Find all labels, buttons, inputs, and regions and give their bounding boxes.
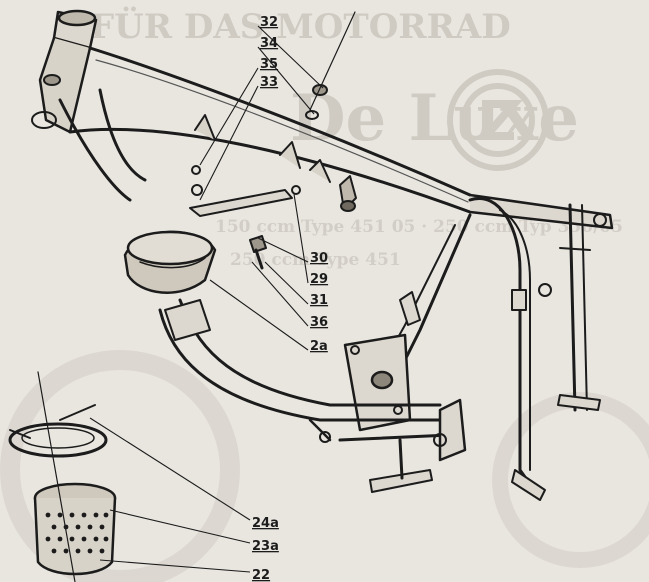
gasket (8, 404, 108, 458)
callout-labels: 32 34 35 33 30 29 31 36 2a 24a 23a 22 (252, 15, 328, 582)
background-wheel (0, 350, 240, 582)
callout-29: 29 (310, 272, 328, 287)
callout-34: 34 (260, 36, 278, 51)
engine-mount-plate (343, 333, 412, 432)
steering-head (31, 9, 98, 134)
callout-30: 30 (310, 251, 328, 266)
assembly-axis-line (37, 371, 76, 582)
background-line-2: 250 ccm Type 451 (230, 250, 401, 270)
air-filter-element (33, 482, 117, 576)
assembly-axis-line-top (309, 11, 356, 111)
air-filter-housing (123, 230, 217, 294)
callout-32: 32 (260, 15, 278, 30)
background-print: FÜR DAS MOTORRAD De Luxe 150 ccm Type 45… (0, 6, 649, 582)
callout-33: 33 (260, 75, 278, 90)
background-logo (447, 69, 549, 171)
callout-36: 36 (310, 315, 328, 330)
callout-23a: 23a (252, 539, 279, 554)
lower-cradle (158, 298, 442, 443)
callout-24a: 24a (252, 516, 279, 531)
callout-22: 22 (252, 568, 270, 582)
leader-lines (89, 25, 324, 573)
callout-31: 31 (310, 293, 328, 308)
down-tube (58, 88, 147, 202)
background-heading: FÜR DAS MOTORRAD (90, 6, 511, 47)
callout-35: 35 (260, 57, 278, 72)
footrest-crossmember (338, 398, 467, 493)
small-bracket (189, 165, 301, 217)
callout-2a: 2a (310, 339, 328, 354)
top-tube-brackets (194, 114, 357, 212)
rear-strut (557, 203, 601, 412)
rear-frame-loop (468, 196, 552, 501)
